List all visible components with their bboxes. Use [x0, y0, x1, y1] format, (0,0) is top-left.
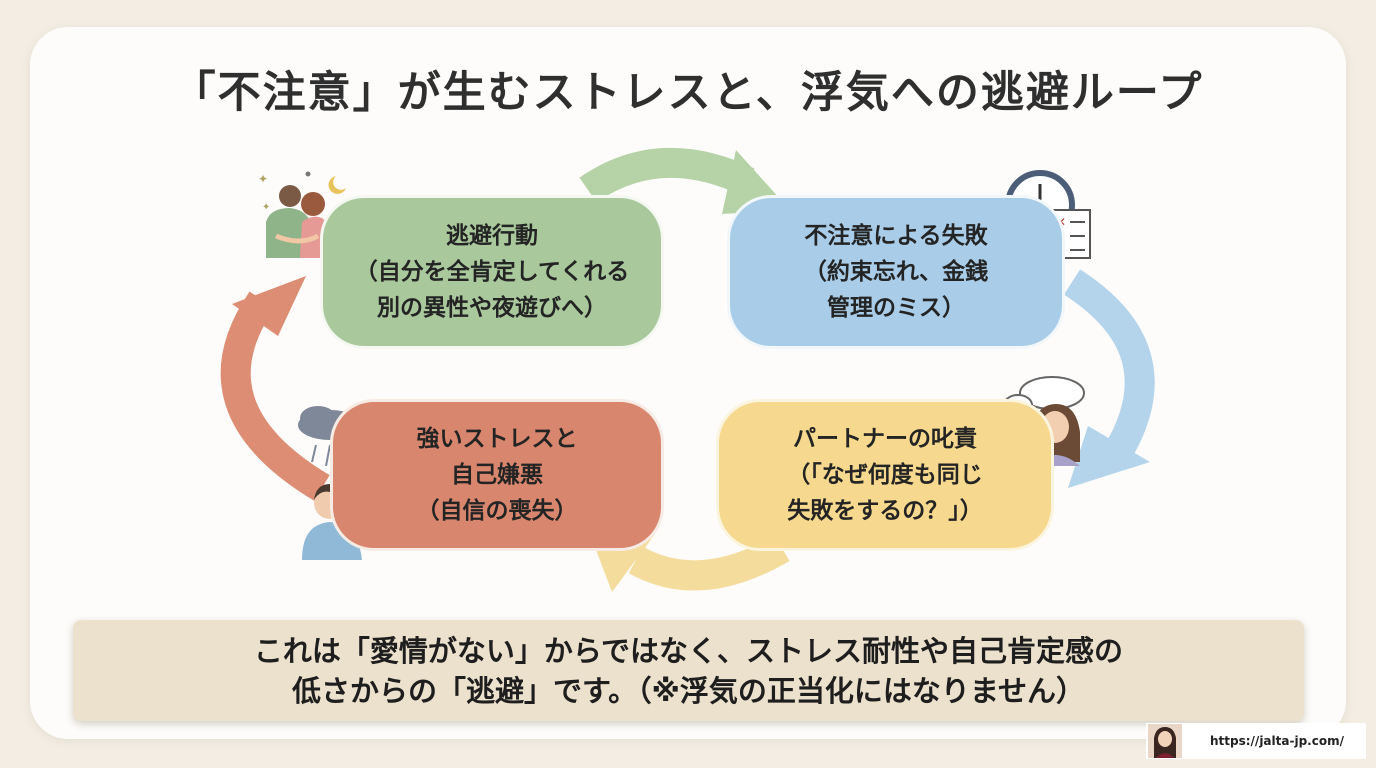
embracing-couple-icon: ✦ ✦ [258, 171, 346, 258]
avoidance-detail-2: 別の異性や夜遊びへ） [377, 295, 607, 321]
arrow-stress-to-avoidance [220, 276, 330, 501]
explanation-note: これは「愛情がない」からではなく、ストレス耐性や自己肯定感の 低さからの「逃避」… [73, 620, 1304, 721]
avoidance-detail-1: （自分を全肯定してくれる [354, 259, 630, 285]
arrow-failure-to-blame [1063, 269, 1155, 488]
svg-text:✦: ✦ [262, 202, 270, 213]
failure-title: 不注意による失敗 [804, 223, 988, 249]
blame-detail-2: 失敗をするの？」） [787, 498, 983, 524]
stress-detail-1: 自己嫌悪 [451, 462, 543, 488]
site-credit[interactable]: https://jalta-jp.com/ [1146, 723, 1366, 759]
partner-blame-box: パートナーの叱責 （「なぜ何度も同じ 失敗をするの？」） [716, 399, 1054, 551]
svg-text:✦: ✦ [258, 172, 268, 186]
stress-title: 強いストレスと [416, 426, 578, 452]
avoidance-title: 逃避行動 [446, 223, 538, 249]
page-title: 「不注意」が生むストレスと、浮気への逃避ループ [172, 68, 1204, 118]
failure-detail-2: 管理のミス） [827, 295, 965, 321]
avoidance-behavior-box: 逃避行動 （自分を全肯定してくれる 別の異性や夜遊びへ） [320, 195, 664, 349]
note-line-1: これは「愛情がない」からではなく、ストレス耐性や自己肯定感の [253, 633, 1124, 668]
author-avatar-icon [1148, 724, 1182, 758]
stress-detail-2: （自信の喪失） [416, 498, 578, 524]
careless-failure-box: 不注意による失敗 （約束忘れ、金銭 管理のミス） [727, 195, 1065, 349]
failure-detail-1: （約束忘れ、金銭 [803, 259, 989, 285]
blame-detail-1: （「なぜ何度も同じ [787, 462, 983, 488]
stress-box: 強いストレスと 自己嫌悪 （自信の喪失） [330, 399, 664, 551]
blame-title: パートナーの叱責 [793, 426, 977, 452]
site-url-link[interactable]: https://jalta-jp.com/ [1210, 734, 1344, 748]
note-line-2: 低さからの「逃避」です。（※浮気の正当化にはなりません） [292, 673, 1085, 708]
